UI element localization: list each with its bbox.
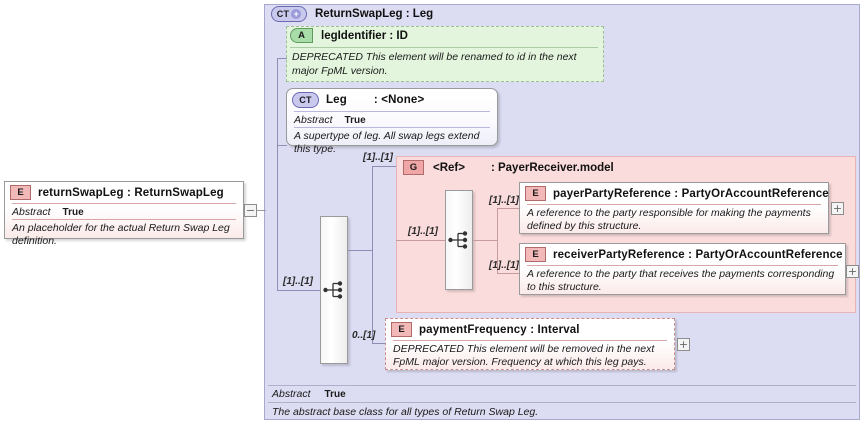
element-node-description: A reference to the party responsible for… [527, 207, 811, 233]
element-icon: E [391, 322, 412, 337]
cardinality-label: [1]..[1] [489, 195, 519, 206]
base-type-node[interactable]: CT Leg : <None> Abstract True A supertyp… [286, 88, 498, 155]
group-ref-header: G <Ref> : PayerReceiver.model [403, 160, 614, 175]
expand-toggle[interactable]: + [846, 265, 859, 278]
element-node-description: A reference to the party that receives t… [527, 268, 835, 294]
connector-line [372, 166, 396, 167]
connector-line [473, 240, 497, 241]
divider [527, 265, 838, 266]
element-icon: E [10, 185, 31, 200]
element-node-title: receiverPartyReference : PartyOrAccountR… [553, 248, 843, 261]
divider [294, 111, 490, 112]
divider [290, 47, 598, 48]
divider [268, 385, 856, 386]
connector-line [348, 250, 372, 251]
base-type-node-properties: Abstract True [287, 112, 497, 127]
complextype-container-header: CT+ ReturnSwapLeg : Leg [271, 6, 433, 22]
cardinality-label: 0..[1] [352, 330, 376, 341]
sequence-compositor[interactable] [445, 190, 473, 290]
attribute-node-header: A legIdentifier : ID [290, 28, 600, 43]
expand-toggle[interactable]: + [831, 202, 844, 215]
group-ref-name: : PayerReceiver.model [490, 161, 614, 174]
attribute-group-container [286, 26, 604, 82]
root-element-header: E returnSwapLeg : ReturnSwapLeg [5, 182, 243, 203]
element-node-description: DEPRECATED This element will be removed … [393, 343, 655, 369]
complextype-footer-description: The abstract base class for all types of… [272, 406, 539, 418]
property-key: Abstract [294, 114, 333, 126]
element-node-title: payerPartyReference : PartyOrAccountRefe… [553, 187, 829, 200]
connector-line [497, 208, 498, 273]
complextype-footer-properties: Abstract True [268, 386, 856, 402]
connector-line [372, 343, 385, 344]
element-node-header: E receiverPartyReference : PartyOrAccoun… [520, 244, 845, 265]
connector-line [497, 208, 519, 209]
attribute-icon: A [290, 28, 313, 43]
connector-line [257, 210, 266, 211]
sequence-compositor[interactable] [320, 216, 348, 364]
property-value: True [62, 207, 84, 218]
sequence-icon [448, 231, 468, 249]
root-element-description: An placeholder for the actual Return Swa… [12, 222, 230, 248]
base-type-node-description: A supertype of leg. All swap legs extend… [294, 130, 480, 156]
complextype-expanded-icon[interactable]: CT+ [271, 6, 307, 22]
base-type-node-type: : <None> [373, 94, 425, 106]
element-node[interactable]: E paymentFrequency : Interval DEPRECATED… [385, 318, 675, 370]
cardinality-label: [1]..[1] [283, 276, 313, 287]
cardinality-label: [1]..[1] [363, 152, 393, 163]
divider [268, 402, 856, 403]
divider [12, 203, 236, 204]
group-ref-label: <Ref> [433, 161, 465, 174]
divider [527, 204, 821, 205]
connector-line [277, 145, 287, 146]
property-key: Abstract [272, 388, 311, 400]
expand-toggle[interactable]: + [677, 338, 690, 351]
group-icon[interactable]: G [403, 160, 424, 175]
element-icon: E [525, 247, 546, 262]
complextype-container-title: ReturnSwapLeg : Leg [315, 8, 434, 20]
property-key: Abstract [12, 206, 51, 218]
plus-circle-icon: + [291, 9, 302, 19]
divider [393, 340, 667, 341]
attribute-node-description: DEPRECATED This element will be renamed … [292, 51, 577, 77]
sequence-icon [323, 281, 343, 299]
root-element-node[interactable]: E returnSwapLeg : ReturnSwapLeg Abstract… [4, 181, 244, 247]
attribute-node-title: legIdentifier : ID [321, 29, 408, 42]
complextype-footer: Abstract True The abstract base class fo… [268, 385, 856, 418]
connector-line [277, 58, 287, 59]
property-value: True [324, 389, 346, 400]
base-type-node-name: Leg [326, 94, 347, 106]
connector-line [277, 58, 278, 290]
element-node[interactable]: E receiverPartyReference : PartyOrAccoun… [519, 243, 846, 295]
element-node-header: E payerPartyReference : PartyOrAccountRe… [520, 183, 829, 204]
cardinality-label: [1]..[1] [489, 260, 519, 271]
collapse-toggle[interactable]: − [244, 204, 257, 217]
divider [294, 127, 490, 128]
element-icon: E [525, 186, 546, 201]
root-element-title: returnSwapLeg : ReturnSwapLeg [38, 186, 224, 199]
cardinality-label: [1]..[1] [408, 226, 438, 237]
element-node-header: E paymentFrequency : Interval [386, 319, 674, 340]
base-type-node-header: CT Leg : <None> [287, 89, 497, 111]
connector-line [277, 290, 320, 291]
property-value: True [344, 115, 366, 126]
complextype-badge-text: CT [276, 9, 290, 19]
connector-line [372, 166, 373, 343]
complextype-icon: CT [292, 92, 319, 108]
connector-line [396, 240, 445, 241]
element-node-title: paymentFrequency : Interval [419, 323, 580, 336]
connector-line [497, 273, 519, 274]
root-element-properties: Abstract True [5, 204, 243, 219]
attribute-node[interactable]: A legIdentifier : ID DEPRECATED This ele… [290, 28, 600, 78]
element-node[interactable]: E payerPartyReference : PartyOrAccountRe… [519, 182, 829, 234]
divider [12, 219, 236, 220]
